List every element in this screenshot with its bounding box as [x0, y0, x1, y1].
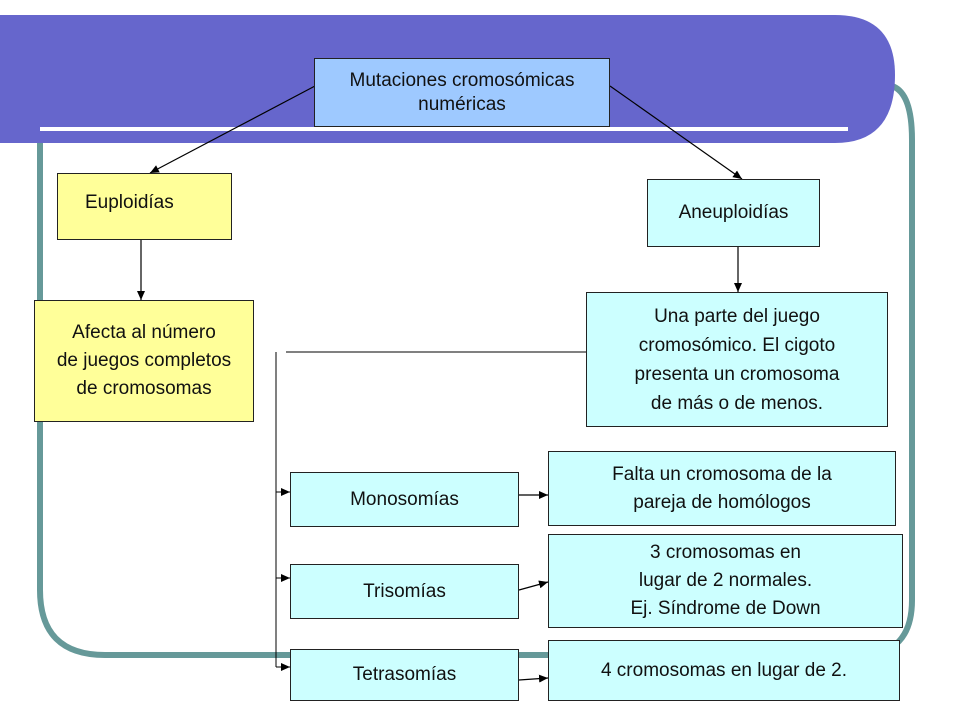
trisomias-description: 3 cromosomas en lugar de 2 normales. Ej.… [548, 534, 903, 628]
aneuploidias-node: Aneuploidías [647, 179, 820, 247]
tetrasomias-description: 4 cromosomas en lugar de 2. [548, 640, 900, 701]
monosomias-node: Monosomías [290, 472, 519, 527]
tetrasomias-node: Tetrasomías [290, 649, 519, 701]
euploidias-description: Afecta al número de juegos completos de … [34, 300, 254, 422]
tetrasomias-to-desc-arrow [518, 674, 549, 683]
monosomias-description: Falta un cromosoma de la pareja de homól… [548, 451, 896, 526]
root-node: Mutaciones cromosómicas numéricas [314, 58, 610, 127]
aneuploidias-description: Una parte del juego cromosómico. El cigo… [586, 292, 888, 427]
euploidias-node: Euploidías [57, 173, 232, 240]
root-to-aneuploidias-arrow [609, 85, 743, 180]
root-to-euploidias-arrow [149, 85, 316, 174]
trisomias-node: Trisomías [290, 564, 519, 619]
trisomias-to-desc-arrow [518, 580, 549, 591]
